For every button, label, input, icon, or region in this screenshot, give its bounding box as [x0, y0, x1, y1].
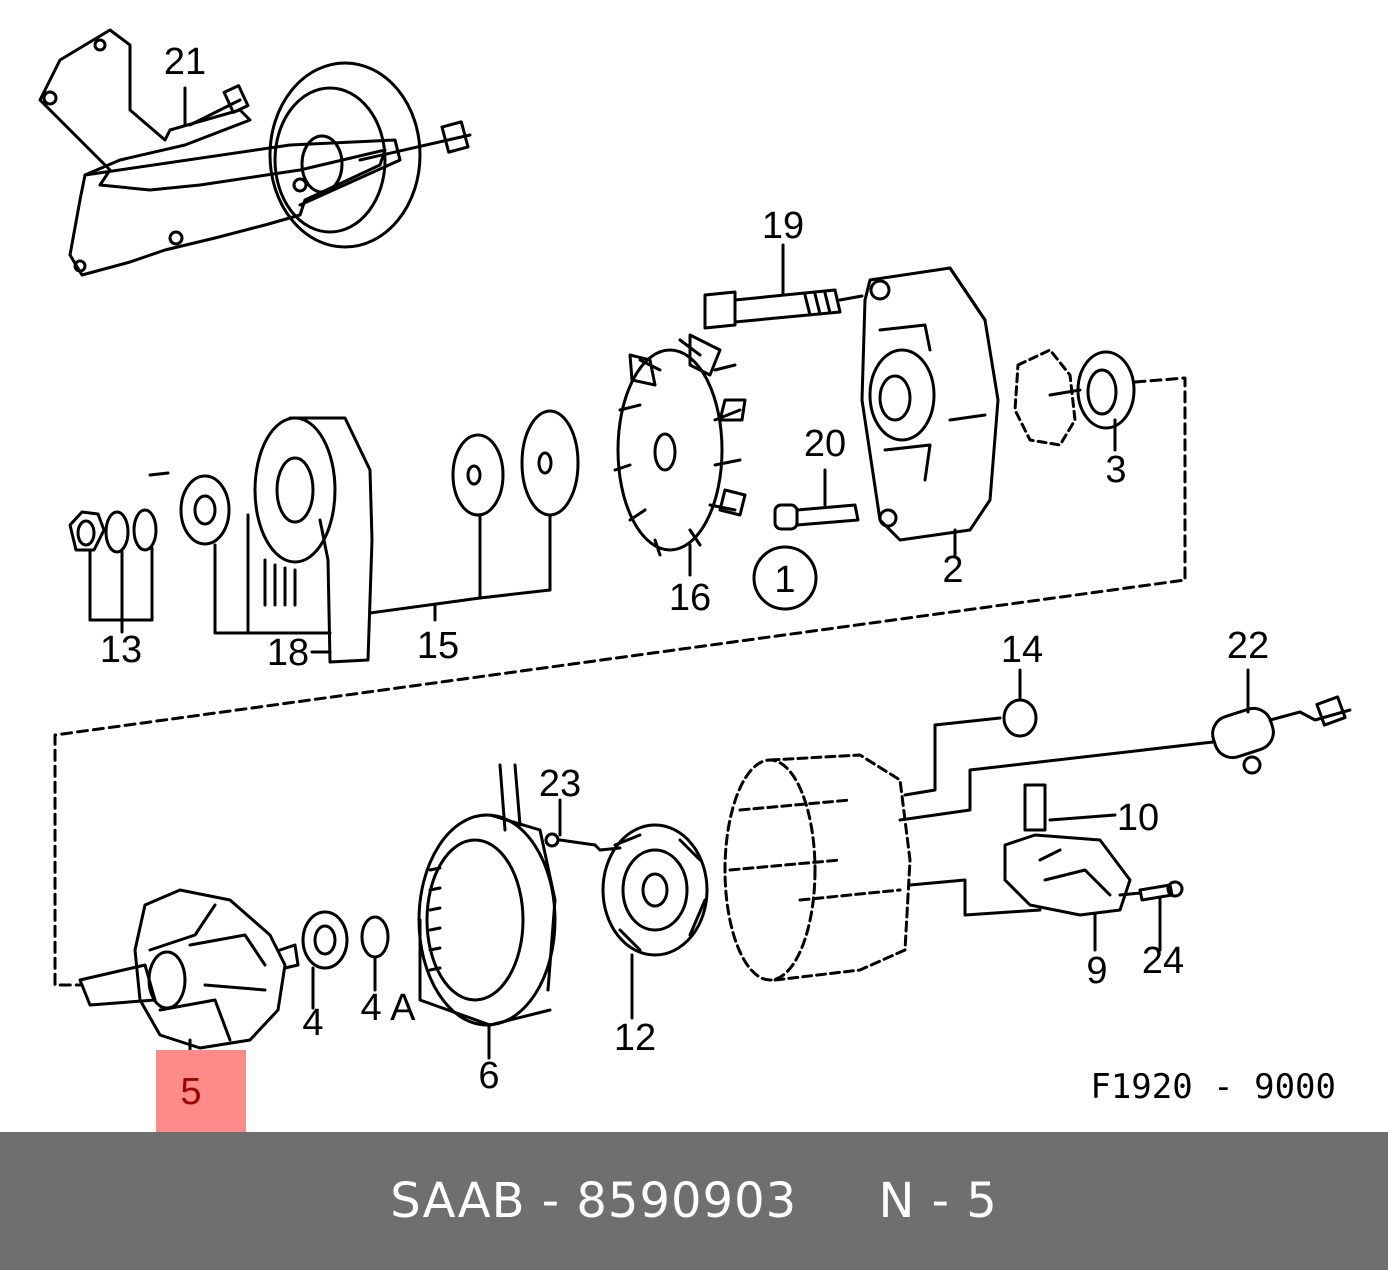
callout-24: 24	[1142, 940, 1184, 982]
callout-3: 3	[1105, 449, 1126, 491]
part-16-fan-drawing	[613, 333, 747, 577]
circled-ref-1	[752, 545, 818, 611]
callout-12: 12	[614, 1017, 656, 1059]
callout-15: 15	[417, 625, 459, 667]
part-9-regulator-drawing	[908, 833, 1132, 952]
callout-2: 2	[942, 549, 963, 591]
part-10-brush-holder-drawing	[1023, 783, 1117, 832]
part-19-bolt-drawing	[703, 243, 864, 330]
callout-1: 1	[774, 559, 795, 601]
callout-16: 16	[669, 577, 711, 619]
callout-19: 19	[762, 205, 804, 247]
part-22-capacitor-drawing	[898, 668, 1352, 822]
part-2-end-housing-drawing	[860, 266, 1000, 557]
callout-10: 10	[1117, 797, 1159, 839]
callout-5: 5	[180, 1071, 201, 1113]
callout-6: 6	[478, 1055, 499, 1097]
part-12-rectifier-drawing	[593, 823, 709, 1020]
part-3-bearing-drawing	[1013, 348, 1136, 452]
exploded-parts-diagram: 21 19 20 3 2 16 1 13 18 15 14 22 23 10 2…	[38, 28, 1352, 1132]
callout-23: 23	[539, 763, 581, 805]
part-4a-ring-drawing	[360, 915, 390, 992]
reference-code: F1920 - 9000	[1090, 1067, 1336, 1107]
part-number-text: SAAB - 8590903 N - 5	[390, 1173, 998, 1229]
part-18-pulley-belt-drawing	[179, 416, 374, 664]
part-4-bearing-drawing	[301, 910, 349, 1010]
part-14-plug-drawing	[903, 668, 1038, 797]
callout-4a: 4 A	[361, 987, 417, 1029]
part-6-stator-drawing	[417, 763, 557, 1060]
callout-18: 18	[267, 632, 309, 674]
callout-22: 22	[1227, 625, 1269, 667]
part-5-rotor-drawing	[78, 888, 300, 1060]
callout-20: 20	[804, 423, 846, 465]
callout-14: 14	[1001, 629, 1043, 671]
part-housing-drawing	[723, 753, 912, 982]
connector-lines	[53, 376, 1187, 987]
part-13-nut-washers-drawing	[68, 471, 170, 634]
callout-13: 13	[100, 629, 142, 671]
part-24-screw-drawing	[1118, 880, 1184, 952]
highlight-box	[156, 1050, 246, 1132]
callout-21: 21	[164, 41, 206, 83]
callout-9: 9	[1086, 950, 1107, 992]
part-20-screw-drawing	[773, 468, 860, 531]
part-23-terminal-drawing	[544, 798, 597, 848]
part-15-washers-drawing	[368, 409, 580, 622]
callout-4: 4	[302, 1002, 323, 1044]
part-number-banner: SAAB - 8590903 N - 5	[0, 1132, 1388, 1270]
part-21-bracket-drawing	[38, 28, 472, 277]
